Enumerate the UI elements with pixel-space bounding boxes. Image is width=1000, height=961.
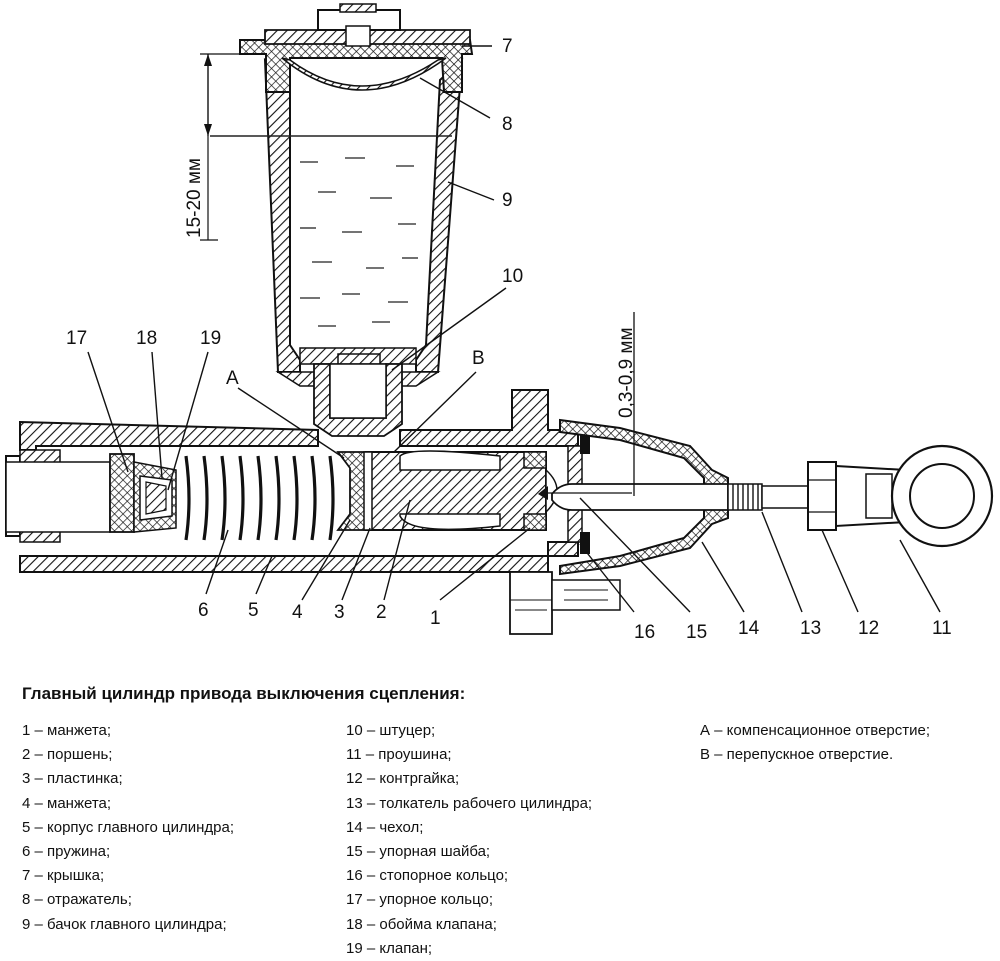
part-label: 7 (502, 36, 513, 57)
legend-item: 19 – клапан; (346, 939, 433, 957)
legend-item: 1 – манжета; (22, 722, 112, 739)
part-label: 4 (292, 602, 303, 623)
part-label: 19 (200, 328, 221, 349)
part-label: 3 (334, 602, 345, 623)
fitting (299, 347, 417, 437)
reservoir-cap (239, 3, 474, 93)
legend-column-2: 10 – штуцер; 11 – проушина; 12 – контрга… (346, 719, 592, 961)
part-label: 16 (634, 622, 655, 643)
pushrod (538, 483, 811, 511)
part-label: 10 (502, 266, 523, 287)
part-label: 14 (738, 618, 760, 639)
piston (365, 450, 558, 531)
part-label: 15 (686, 622, 707, 643)
master-cylinder-diagram: 15-20 мм 0,3-0,9 мм 1 2 3 4 5 6 (5, 3, 994, 643)
legend-item: 13 – толкатель рабочего цилиндра; (346, 794, 593, 812)
retaining-ring (580, 432, 590, 554)
dimension-gap: 0,3-0,9 мм (616, 312, 637, 496)
legend-item: 14 – чехол; (346, 818, 424, 836)
part-label: 5 (248, 600, 259, 621)
dimension-gap-label: 0,3-0,9 мм (616, 327, 637, 418)
part-label: 11 (932, 618, 952, 639)
reflector (281, 57, 447, 91)
boot (559, 418, 729, 576)
legend-item: 18 – обойма клапана; (346, 915, 497, 933)
legend-item: 16 – стопорное кольцо; (346, 867, 509, 885)
legend-item: А – компенсационное отверстие; (700, 722, 931, 739)
lock-nut (807, 461, 837, 531)
part-label: 1 (430, 608, 441, 629)
hole-label-b: B (472, 348, 485, 369)
part-label: 12 (858, 618, 879, 639)
fluid-level (210, 135, 452, 327)
reservoir (263, 57, 464, 387)
legend-item: 4 – манжета; (22, 794, 112, 812)
cylinder-body (5, 389, 621, 635)
eye (835, 444, 994, 548)
dimension-level: 15-20 мм (184, 53, 262, 241)
caption-title: Главный цилиндр привода выключения сцепл… (22, 684, 466, 703)
legend-item: 15 – упорная шайба; (346, 843, 491, 861)
part-labels: 1 2 3 4 5 6 7 8 9 10 11 12 13 14 15 16 1… (66, 36, 952, 643)
legend-column-3: А – компенсационное отверстие; В – переп… (700, 719, 930, 767)
part-label: 13 (800, 618, 821, 639)
part-label: 9 (502, 190, 513, 211)
legend-item: 17 – упорное кольцо; (346, 891, 494, 909)
piston-cup-front (336, 451, 367, 531)
legend-item: 3 – пластинка; (22, 770, 123, 788)
part-label: 2 (376, 602, 387, 623)
dimension-level-label: 15-20 мм (184, 158, 205, 238)
legend-item: В – перепускное отверстие. (700, 746, 894, 764)
legend-column-1: 1 – манжета; 2 – поршень; 3 – пластинка;… (22, 719, 234, 937)
piston-cup-rear (523, 451, 547, 531)
legend-item: 7 – крышка; (22, 867, 105, 885)
hole-label-a: A (226, 368, 239, 389)
legend-item: 8 – отражатель; (22, 891, 132, 909)
legend-item: 5 – корпус главного цилиндра; (22, 818, 235, 836)
legend-item: 9 – бачок главного цилиндра; (22, 915, 227, 933)
legend-item: 10 – штуцер; (346, 722, 436, 739)
legend-item: 6 – пружина; (22, 843, 111, 861)
legend-item: 11 – проушина; (346, 746, 452, 764)
part-label: 8 (502, 114, 513, 135)
leader-lines (87, 45, 941, 613)
part-label: 17 (66, 328, 87, 349)
spring (184, 455, 335, 541)
legend-item: 2 – поршень; (22, 746, 113, 764)
part-label: 6 (198, 600, 209, 621)
legend-item: 12 – контргайка; (346, 770, 460, 788)
valve-assembly (109, 453, 177, 533)
part-label: 18 (136, 328, 157, 349)
piston-plate (363, 451, 373, 531)
